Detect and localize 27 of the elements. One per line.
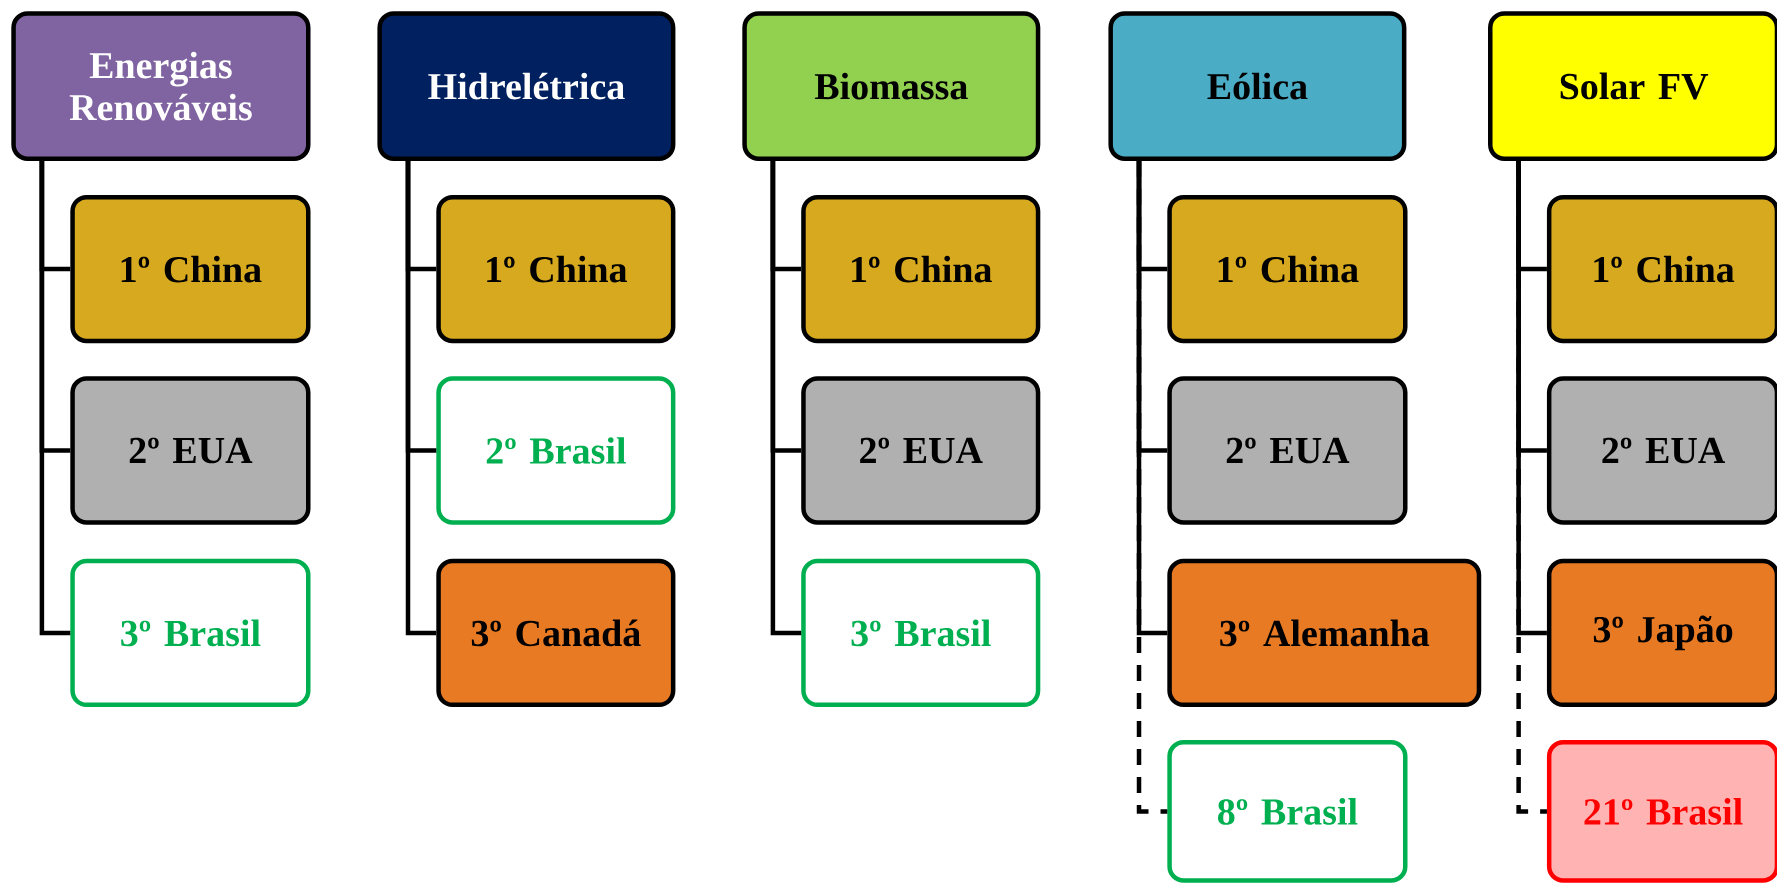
ranking-box: 3º Japão bbox=[1546, 558, 1777, 708]
ranking-box: 3º Alemanha bbox=[1167, 558, 1482, 708]
connector-line bbox=[405, 160, 437, 636]
ranking-box: 1º China bbox=[1167, 194, 1408, 344]
header-box: Eólica bbox=[1108, 11, 1407, 161]
ranking-box: 1º China bbox=[801, 194, 1041, 344]
ranking-box: 8º Brasil bbox=[1167, 740, 1408, 883]
connector-line bbox=[1516, 160, 1547, 814]
ranking-box: 2º EUA bbox=[1546, 376, 1777, 525]
ranking-box: 3º Canadá bbox=[436, 558, 676, 708]
ranking-box: 1º China bbox=[1546, 194, 1777, 344]
ranking-box: 2º EUA bbox=[70, 376, 311, 525]
ranking-box: 21º Brasil bbox=[1546, 740, 1777, 883]
header-box: Biomassa bbox=[742, 11, 1041, 161]
ranking-box: 1º China bbox=[70, 194, 311, 344]
ranking-box: 1º China bbox=[436, 194, 676, 344]
ranking-box: 2º EUA bbox=[801, 376, 1041, 525]
ranking-box: 3º Brasil bbox=[70, 558, 311, 708]
ranking-box: 2º EUA bbox=[1167, 376, 1408, 525]
header-box: Energias Renováveis bbox=[11, 11, 311, 161]
header-box: Solar FV bbox=[1488, 11, 1777, 161]
connector-line bbox=[770, 160, 802, 636]
ranking-box: 3º Brasil bbox=[801, 558, 1041, 708]
connector-line bbox=[39, 160, 71, 636]
header-box: Hidrelétrica bbox=[377, 11, 676, 161]
ranking-box: 2º Brasil bbox=[436, 376, 676, 525]
connector-line bbox=[1136, 160, 1168, 814]
